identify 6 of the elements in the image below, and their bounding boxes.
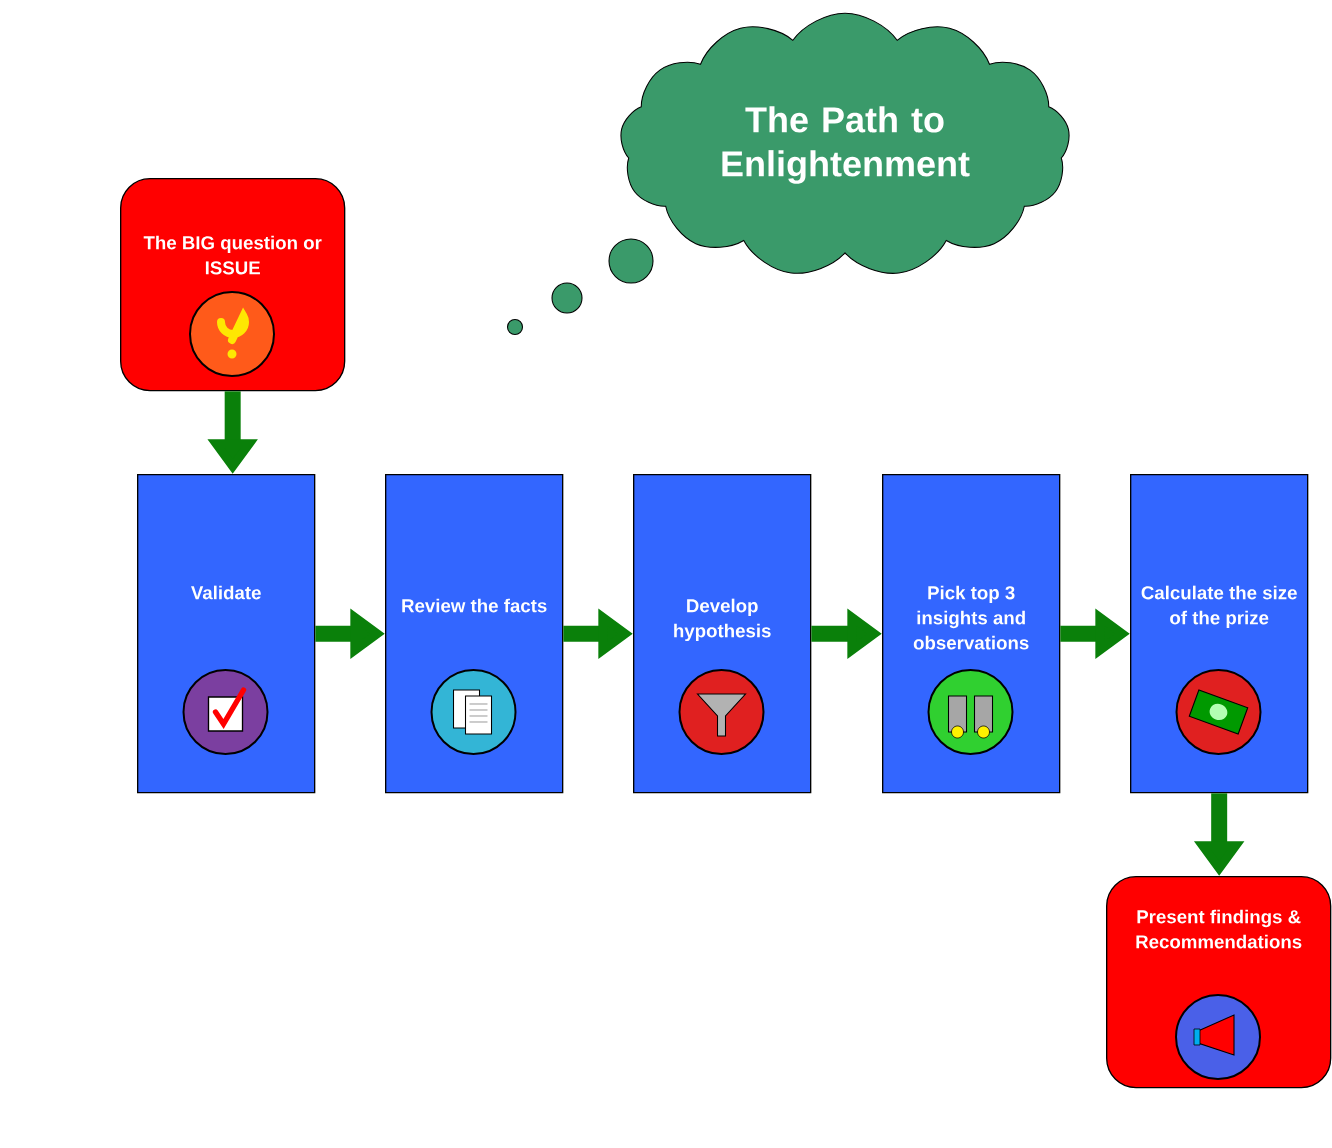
process-box: Calculate the size of the prize xyxy=(1130,474,1309,794)
process-box: Review the facts xyxy=(385,474,564,794)
process-box: Develop hypothesis xyxy=(633,474,812,794)
process-box: Pick top 3 insights and observations xyxy=(882,474,1061,794)
process-box: Validate xyxy=(137,474,316,794)
thought-cloud: The Path to Enlightenment xyxy=(620,12,1070,274)
